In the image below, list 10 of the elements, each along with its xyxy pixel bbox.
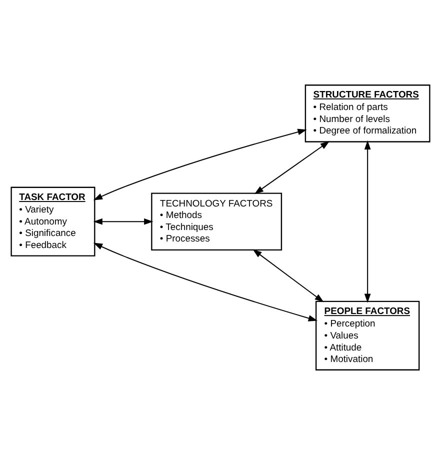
arrow (254, 140, 330, 194)
node-box: STRUCTURE FACTORS • Relation of parts • Number of levels • Degree of formalization (304, 84, 430, 142)
arrow (93, 128, 307, 200)
arrow (93, 218, 154, 224)
node-box: PEOPLE FACTORS • Perception • Values • Attitude • Motivation (315, 300, 420, 370)
arrow (252, 248, 324, 302)
arrow (93, 242, 318, 321)
node-box: TASK FACTOR • Variety • Autonomy • Significance • Feedback (10, 186, 96, 256)
arrow (364, 140, 371, 302)
node-box: TECHNOLOGY FACTORS • Methods • Techniques • Processes (151, 192, 282, 250)
